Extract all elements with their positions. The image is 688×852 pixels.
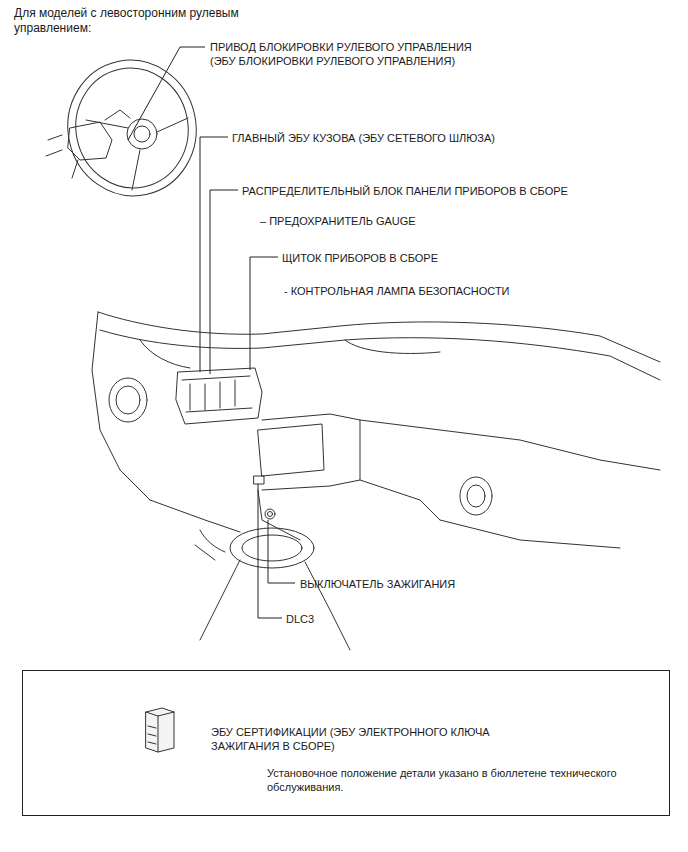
part-label: – ПРЕДОХРАНИТЕЛЬ GAUGE (260, 214, 416, 228)
part-label: ГЛАВНЫЙ ЭБУ КУЗОВА (ЭБУ СЕТЕВОГО ШЛЮЗА) (232, 131, 495, 145)
part-label: - КОНТРОЛЬНАЯ ЛАМПА БЕЗОПАСНОСТИ (284, 284, 510, 298)
part-label: РАСПРЕДЕЛИТЕЛЬНЫЙ БЛОК ПАНЕЛИ ПРИБОРОВ В… (242, 184, 568, 198)
part-label: DLC3 (286, 612, 314, 626)
part-label: ПРИВОД БЛОКИРОВКИ РУЛЕВОГО УПРАВЛЕНИЯ (Э… (210, 40, 475, 68)
note-text: Установочное положение детали указано в … (267, 766, 637, 794)
part-label: ВЫКЛЮЧАТЕЛЬ ЗАЖИГАНИЯ (300, 577, 455, 591)
part-label: ЭБУ СЕРТИФИКАЦИИ (ЭБУ ЭЛЕКТРОННОГО КЛЮЧА… (211, 725, 511, 753)
heading: Для моделей с левосторонним рулевым упра… (14, 6, 284, 36)
location-box: ЭБУ СЕРТИФИКАЦИИ (ЭБУ ЭЛЕКТРОННОГО КЛЮЧА… (22, 670, 670, 816)
part-label: ЩИТОК ПРИБОРОВ В СБОРЕ (282, 251, 438, 265)
